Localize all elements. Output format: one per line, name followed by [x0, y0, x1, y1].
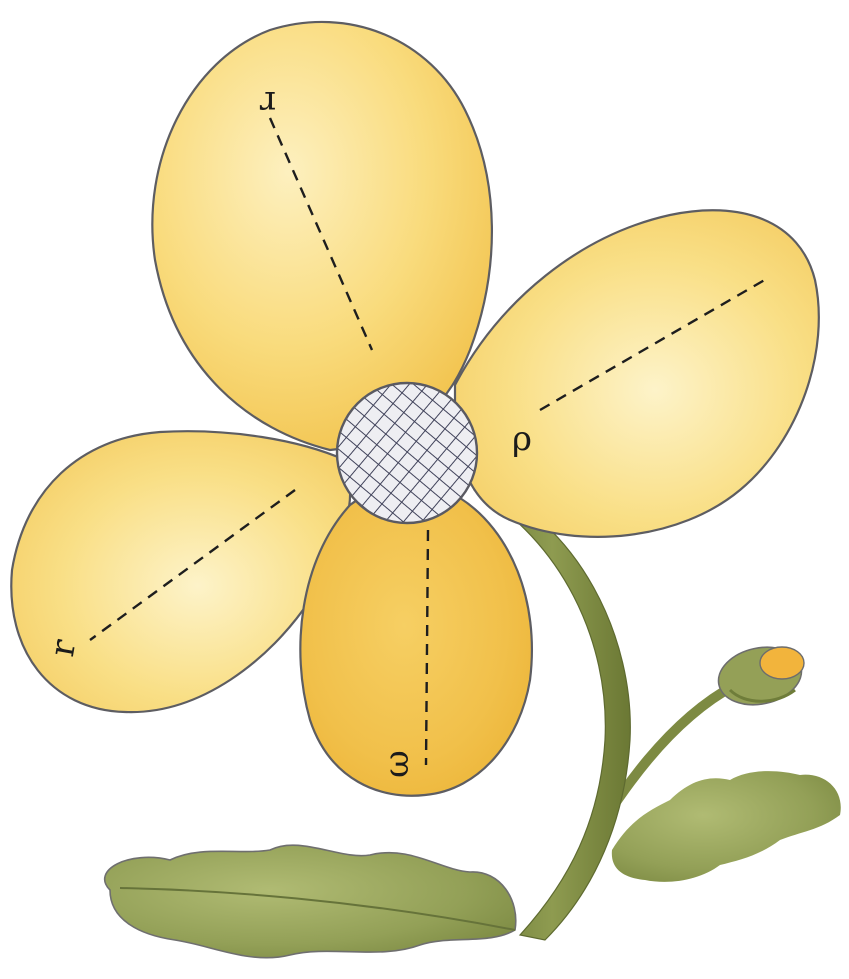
- right-leaf: [612, 771, 841, 882]
- flower-center: [337, 383, 477, 523]
- petal-bottom: [300, 486, 532, 796]
- petal-bottom-label: ω: [377, 750, 417, 778]
- petal-top-label: r: [259, 83, 276, 123]
- flower-bud: [713, 640, 807, 712]
- petal-top: [152, 22, 492, 450]
- petal-left: [11, 431, 350, 712]
- petal-right-label: ρ: [512, 419, 532, 459]
- petal-right: [455, 210, 819, 537]
- bottom-leaf: [105, 845, 516, 958]
